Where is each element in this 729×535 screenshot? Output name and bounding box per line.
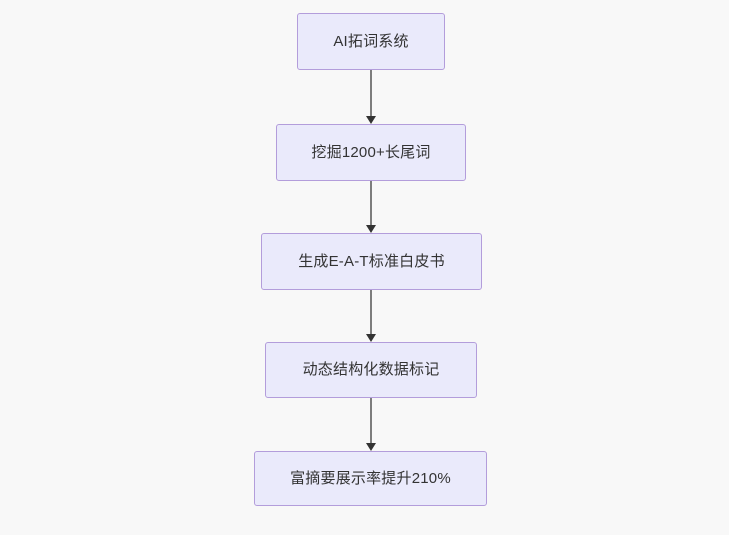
flow-node-2[interactable]: 挖掘1200+长尾词: [276, 124, 466, 181]
flow-edge-3-to-4: [361, 290, 381, 342]
flow-node-3-label: 生成E-A-T标准白皮书: [298, 252, 445, 270]
flow-node-4-label: 动态结构化数据标记: [302, 361, 440, 378]
flow-edge-4-to-5: [361, 398, 381, 451]
flow-node-5[interactable]: 富摘要展示率提升210%: [254, 451, 487, 506]
flow-node-2-label: 挖掘1200+长尾词: [311, 143, 431, 161]
flow-node-5-label: 富摘要展示率提升210%: [290, 469, 451, 487]
flow-edge-1-to-2: [361, 70, 381, 124]
arrowhead-icon: [366, 116, 376, 124]
edge-line: [370, 181, 372, 226]
edge-line: [370, 290, 372, 335]
flow-node-4[interactable]: 动态结构化数据标记: [265, 342, 477, 398]
flow-node-1-label: AI拓词系统: [333, 32, 409, 50]
edge-line: [370, 398, 372, 444]
arrowhead-icon: [366, 225, 376, 233]
flow-edge-2-to-3: [361, 181, 381, 233]
flow-node-3[interactable]: 生成E-A-T标准白皮书: [261, 233, 482, 290]
flow-node-1[interactable]: AI拓词系统: [297, 13, 445, 70]
edge-line: [370, 70, 372, 117]
arrowhead-icon: [366, 334, 376, 342]
arrowhead-icon: [366, 443, 376, 451]
